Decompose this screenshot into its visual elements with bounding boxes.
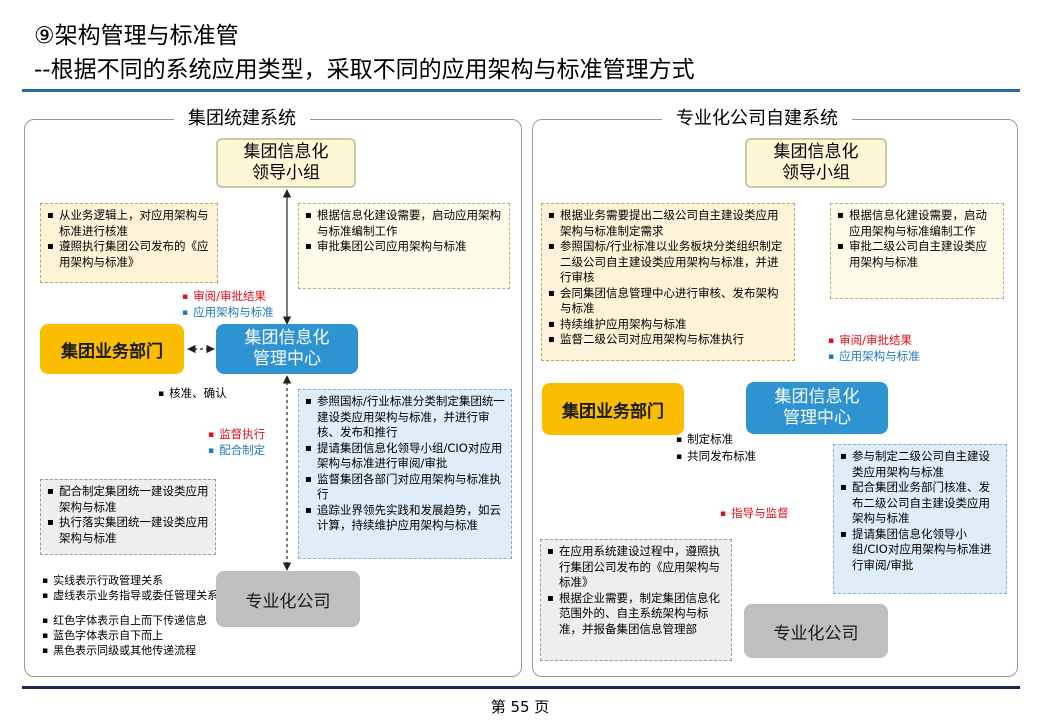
legend-item: 实线表示行政管理关系 bbox=[42, 574, 228, 589]
right-note-low-left: 在应用系统建设过程中，遵照执行集团公司发布的《应用架构与标准》 根据企业需要，制… bbox=[540, 539, 732, 661]
note-item: 参与制定二级公司自主建设类应用架构与标准 bbox=[840, 449, 1000, 480]
note-item: 根据企业需要，制定集团信息化范围外的、自主系统架构与标准，并报备集团信息管理部 bbox=[547, 591, 725, 638]
left-subsidiary-box: 专业化公司 bbox=[216, 571, 360, 627]
note-item: 参照国标/行业标准分类制定集团统一建设类应用架构与标准，并进行审核、发布和推行 bbox=[305, 394, 505, 441]
right-it-center-box: 集团信息化 管理中心 bbox=[746, 382, 888, 434]
left-leader-group-line1: 集团信息化 bbox=[243, 142, 329, 162]
note-item: 监督二级公司对应用架构与标准执行 bbox=[548, 332, 788, 348]
note-item: 根据信息化建设需要，启动应用架构与标准编制工作 bbox=[837, 208, 997, 239]
left-note-top-right: 根据信息化建设需要，启动应用架构与标准编制工作 审批集团公司应用架构与标准 bbox=[298, 203, 510, 289]
right-subsidiary-box: 专业化公司 bbox=[744, 604, 888, 658]
left-label-supervise: 监督执行 bbox=[208, 427, 265, 444]
left-it-center-box: 集团信息化 管理中心 bbox=[216, 324, 358, 374]
legend-item: 蓝色字体表示自下而上 bbox=[42, 629, 228, 644]
note-item: 提请集团信息化领导小组/CIO对应用架构与标准进行审阅/审批 bbox=[840, 527, 1000, 574]
left-label-review: 审阅/审批结果 bbox=[182, 289, 266, 306]
left-label-arch: 应用架构与标准 bbox=[182, 305, 274, 322]
left-it-center-line1: 集团信息化 bbox=[244, 328, 330, 348]
right-it-center-line2: 管理中心 bbox=[783, 408, 851, 428]
note-item: 配合集团业务部门核准、发布二级公司自主建设类应用架构与标准 bbox=[840, 480, 1000, 527]
note-item: 遵照执行集团公司发布的《应用架构与标准》 bbox=[47, 239, 211, 270]
left-legend: 实线表示行政管理关系 虚线表示业务指导或委任管理关系 红色字体表示自上而下传递信… bbox=[42, 574, 228, 659]
note-item: 持续维护应用架构与标准 bbox=[548, 317, 788, 333]
note-item: 参照国标/行业标准以业务板块分类组织制定二级公司自主建设类应用架构与标准，并进行… bbox=[548, 239, 788, 286]
right-note-mid-right: 参与制定二级公司自主建设类应用架构与标准 配合集团业务部门核准、发布二级公司自主… bbox=[833, 444, 1007, 594]
right-label-review: 审阅/审批结果 bbox=[828, 333, 912, 350]
left-note-low-left: 配合制定集团统一建设类应用架构与标准 执行落实集团统一建设类应用架构与标准 bbox=[40, 479, 216, 555]
left-note-top-left: 从业务逻辑上，对应用架构与标准进行核准 遵照执行集团公司发布的《应用架构与标准》 bbox=[40, 203, 218, 283]
left-label-approve: 核准、确认 bbox=[158, 386, 227, 403]
note-item: 追踪业界领先实践和发展趋势，如云计算，持续维护应用架构与标准 bbox=[305, 503, 505, 534]
note-item: 配合制定集团统一建设类应用架构与标准 bbox=[47, 484, 209, 515]
note-item: 执行落实集团统一建设类应用架构与标准 bbox=[47, 515, 209, 546]
right-leader-group-line2: 领导小组 bbox=[782, 163, 850, 183]
note-item: 提请集团信息化领导小组/CIO对应用架构与标准进行审阅/审批 bbox=[305, 441, 505, 472]
right-leader-group-box: 集团信息化 领导小组 bbox=[745, 138, 887, 188]
legend-item: 虚线表示业务指导或委任管理关系 bbox=[42, 589, 228, 604]
right-leader-group-line1: 集团信息化 bbox=[773, 142, 859, 162]
note-item: 审批二级公司自主建设类应用架构与标准 bbox=[837, 239, 997, 270]
right-panel-heading: 专业化公司自建系统 bbox=[662, 108, 852, 130]
note-item: 根据信息化建设需要，启动应用架构与标准编制工作 bbox=[305, 208, 503, 239]
page-subtitle: --根据不同的系统应用类型，采取不同的应用架构与标准管理方式 bbox=[34, 57, 695, 83]
note-item: 在应用系统建设过程中，遵照执行集团公司发布的《应用架构与标准》 bbox=[547, 544, 725, 591]
note-item: 根据业务需要提出二级公司自主建设类应用架构与标准制定需求 bbox=[548, 208, 788, 239]
left-note-mid-right: 参照国标/行业标准分类制定集团统一建设类应用架构与标准，并进行审核、发布和推行 … bbox=[298, 389, 512, 559]
legend-item: 红色字体表示自上而下传递信息 bbox=[42, 614, 228, 629]
right-note-top-left: 根据业务需要提出二级公司自主建设类应用架构与标准制定需求 参照国标/行业标准以业… bbox=[541, 203, 795, 361]
right-note-top-right: 根据信息化建设需要，启动应用架构与标准编制工作 审批二级公司自主建设类应用架构与… bbox=[830, 203, 1004, 299]
right-it-center-line1: 集团信息化 bbox=[774, 387, 860, 407]
title-rule bbox=[22, 89, 1020, 92]
left-leader-group-line2: 领导小组 bbox=[252, 163, 320, 183]
left-business-dept-box: 集团业务部门 bbox=[40, 324, 184, 374]
left-it-center-line2: 管理中心 bbox=[253, 349, 321, 369]
right-label-guide: 指导与监督 bbox=[720, 506, 789, 523]
legend-item: 黑色表示同级或其他传递流程 bbox=[42, 644, 228, 659]
right-label-set: 制定标准 bbox=[676, 432, 733, 449]
left-label-cooperate: 配合制定 bbox=[208, 443, 265, 460]
note-item: 从业务逻辑上，对应用架构与标准进行核准 bbox=[47, 208, 211, 239]
note-item: 会同集团信息管理中心进行审核、发布架构与标准 bbox=[548, 286, 788, 317]
page-title: ⑨架构管理与标准管 bbox=[34, 23, 239, 49]
page-number: 第 55 页 bbox=[490, 698, 550, 716]
right-business-dept-box: 集团业务部门 bbox=[542, 383, 684, 435]
left-panel-heading: 集团统建系统 bbox=[174, 108, 310, 130]
right-label-arch: 应用架构与标准 bbox=[828, 349, 920, 366]
right-label-publish: 共同发布标准 bbox=[676, 449, 756, 466]
left-leader-group-box: 集团信息化 领导小组 bbox=[216, 138, 356, 188]
note-item: 监督集团各部门对应用架构与标准执行 bbox=[305, 472, 505, 503]
footer-rule bbox=[22, 686, 1020, 689]
note-item: 审批集团公司应用架构与标准 bbox=[305, 239, 503, 255]
